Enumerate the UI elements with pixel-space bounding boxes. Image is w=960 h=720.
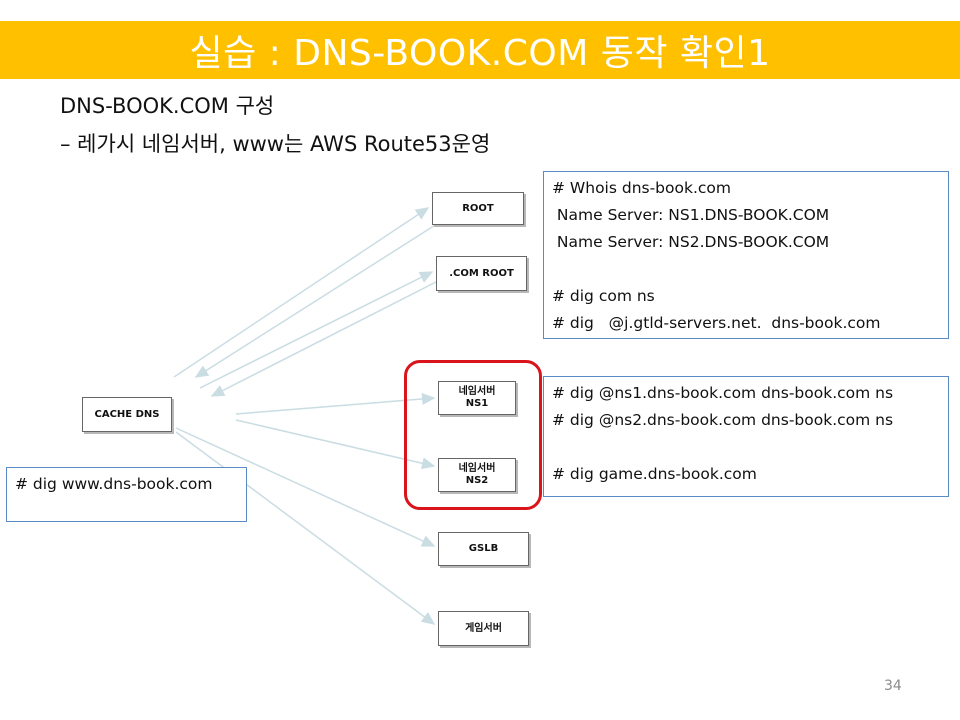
arrow-com-root-to-cache [210,281,437,397]
node-label-gslb: GSLB [468,543,499,554]
arrow-cache-to-com-root [199,271,434,389]
command-line: # dig game.dns-book.com [552,465,757,483]
command-line: Name Server: NS1.DNS-BOOK.COM [552,206,830,224]
node-label-cache-dns: CACHE DNS [94,408,160,420]
subtitle-line-1: DNS-BOOK.COM 구성 [60,94,275,118]
arrow-root-to-cache [194,221,441,378]
command-line: Name Server: NS2.DNS-BOOK.COM [552,233,830,251]
node-root: ROOT [432,192,524,225]
node-gslb: GSLB [438,532,529,566]
command-line [552,434,940,461]
node-ns2: 네임서버 NS2 [438,458,516,492]
node-label-game-server: 게임서버 [465,622,502,634]
command-line [552,256,940,283]
arrow-cache-to-game-server [175,431,436,625]
command-line: # dig com ns [552,287,655,305]
title-bar: 실습 : DNS-BOOK.COM 동작 확인1 [0,21,960,79]
command-line: # dig www.dns-book.com [15,475,213,493]
arrow-cache-to-ns2 [235,419,436,470]
page-number: 34 [884,678,902,694]
whois-command-box: # Whois dns-book.com Name Server: NS1.DN… [543,171,949,339]
node-com-root: .COM ROOT [436,256,527,291]
name-server-highlight [404,360,542,510]
arrow-cache-to-root [173,207,430,378]
arrow-cache-to-gslb [175,427,436,547]
node-ns1: 네임서버 NS1 [438,381,516,415]
dig-www-command-box: # dig www.dns-book.com [6,467,247,522]
slide-title: 실습 : DNS-BOOK.COM 동작 확인1 [189,33,771,74]
arrow-cache-to-ns1 [235,392,436,415]
command-line: # dig @ns1.dns-book.com dns-book.com ns [552,384,894,402]
ns-dig-command-box: # dig @ns1.dns-book.com dns-book.com ns … [543,376,949,497]
node-label-com-root: .COM ROOT [449,267,514,279]
command-line: # dig @ns2.dns-book.com dns-book.com ns [552,411,894,429]
node-cache-dns: CACHE DNS [82,397,172,432]
subtitle-line-2: – 레가시 네임서버, www는 AWS Route53운영 [60,132,491,156]
command-line: # Whois dns-book.com [552,179,731,197]
node-label-root: ROOT [462,202,494,214]
node-label-ns1: 네임서버 NS1 [458,386,496,409]
node-label-ns2: 네임서버 NS2 [458,463,496,486]
node-game-server: 게임서버 [438,611,529,646]
command-line: # dig @j.gtld-servers.net. dns-book.com [552,314,881,332]
